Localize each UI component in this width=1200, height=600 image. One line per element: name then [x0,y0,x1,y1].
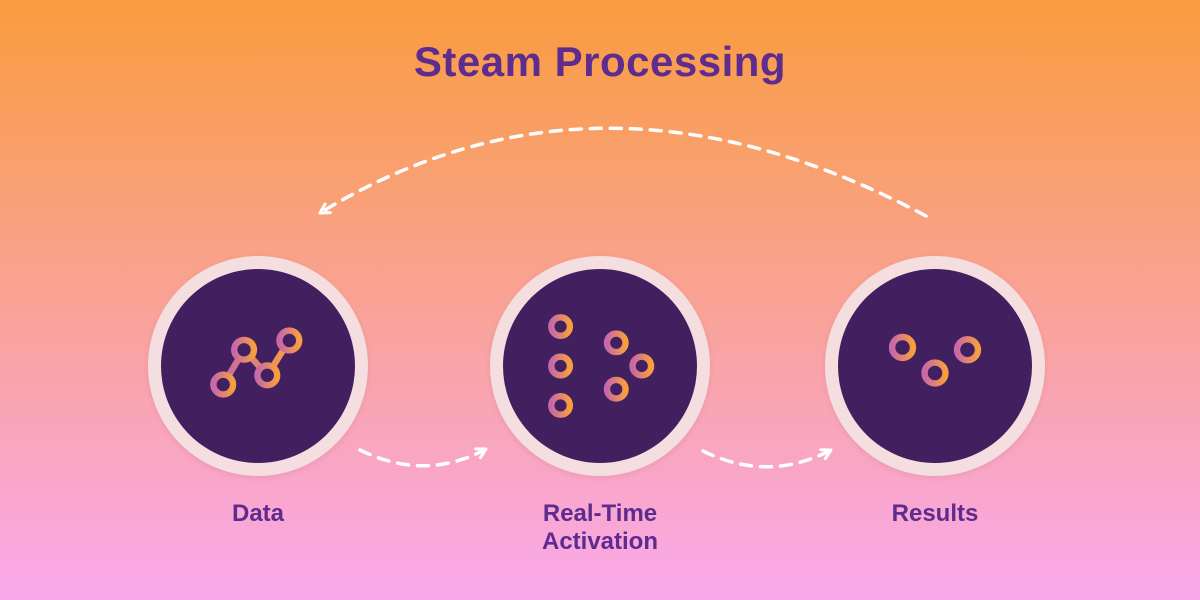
flow-arrow-1-2 [358,447,488,468]
step-real-time-activation: Real-Time Activation [490,256,710,557]
circle-real-time-activation [503,269,697,463]
flow-tree-icon [548,314,655,418]
page-title: Steam Processing [413,38,787,85]
step-data: Data [148,256,368,528]
circle-ring [148,256,368,476]
step-label-results: Results [891,500,979,527]
circle-ring [825,256,1045,476]
circle-results [838,269,1032,463]
sliders-icon [888,321,982,414]
flow-arrow-2-3 [701,448,833,469]
cycle-arrow [318,126,928,218]
step-label-data: Data [231,500,285,527]
step-results: Results [825,256,1045,528]
circle-ring [490,256,710,476]
circle-data [161,269,355,463]
step-label-real-time-activation: Real-Time Activation [541,500,658,556]
line-chart-icon [210,327,303,410]
